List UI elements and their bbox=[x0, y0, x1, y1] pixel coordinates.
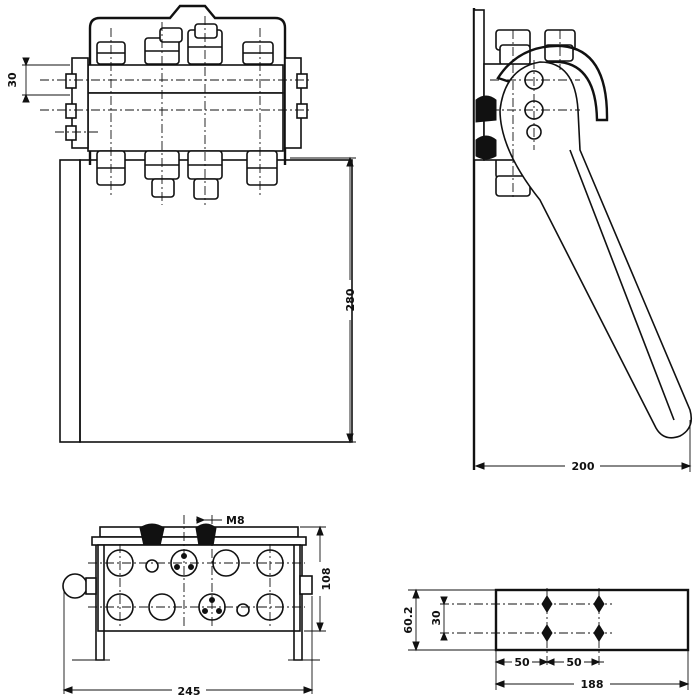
dim-bottom-108: 108 bbox=[320, 568, 333, 591]
front-lower-bar bbox=[87, 92, 284, 152]
front-right-clamp bbox=[284, 57, 302, 149]
plate-dim-60-2: 60.2 bbox=[402, 588, 496, 652]
dim-front-280: 280 bbox=[344, 288, 357, 311]
side-lever bbox=[499, 61, 693, 439]
dim-bottom-245: 245 bbox=[178, 685, 201, 698]
side-cam-lower bbox=[475, 135, 497, 160]
front-left-nut-lower bbox=[65, 103, 77, 119]
front-dim-280: 280 bbox=[82, 156, 357, 444]
dim-bottom-m8: M8 bbox=[226, 514, 245, 527]
plate-outline bbox=[494, 588, 690, 652]
bottom-right-pin bbox=[299, 575, 313, 595]
side-view: 200 bbox=[472, 8, 693, 473]
dim-plate-50-a: 50 bbox=[514, 656, 530, 669]
dim-plate-188: 188 bbox=[581, 678, 604, 691]
side-lever-edge bbox=[569, 149, 675, 421]
front-right-nut-lower bbox=[296, 103, 308, 119]
side-dim-200: 200 bbox=[474, 420, 692, 473]
front-housing bbox=[88, 4, 287, 165]
side-holes bbox=[490, 30, 580, 200]
front-top-bolts bbox=[96, 23, 274, 65]
front-left-nut-bottom bbox=[65, 125, 77, 141]
plate-dim-50-50: 50 50 bbox=[494, 650, 604, 690]
bottom-knob bbox=[62, 573, 88, 599]
dim-plate-60-2: 60.2 bbox=[402, 606, 415, 633]
dim-front-30: 30 bbox=[6, 72, 19, 88]
front-side-plate bbox=[59, 159, 81, 443]
front-dim-30: 30 bbox=[6, 57, 70, 103]
front-upper-bar bbox=[87, 64, 284, 94]
plate-view: 60.2 30 50 50 188 bbox=[402, 588, 690, 691]
dim-plate-50-b: 50 bbox=[566, 656, 582, 669]
bottom-dim-245: 245 bbox=[62, 590, 314, 698]
dim-side-200: 200 bbox=[572, 460, 595, 473]
front-bottom-bolts bbox=[96, 150, 278, 200]
front-left-nut-upper bbox=[65, 73, 77, 89]
bottom-center-lines bbox=[88, 515, 305, 628]
plate-dim-188: 188 bbox=[494, 650, 690, 691]
front-view: 30 280 bbox=[6, 4, 357, 444]
bottom-dim-108: 108 bbox=[300, 525, 333, 633]
bottom-view: M8 108 245 bbox=[62, 514, 333, 698]
front-main-plate bbox=[79, 159, 353, 443]
bottom-knob-stem bbox=[85, 577, 97, 595]
dim-plate-30: 30 bbox=[430, 610, 443, 626]
side-top-bolts bbox=[495, 29, 576, 66]
bottom-dim-m8: M8 bbox=[196, 514, 245, 527]
plate-dim-30: 30 bbox=[430, 596, 448, 641]
front-right-nut-upper bbox=[296, 73, 308, 89]
side-cam-upper bbox=[475, 95, 497, 123]
front-center-lines bbox=[40, 16, 310, 205]
plate-holes bbox=[440, 588, 612, 668]
